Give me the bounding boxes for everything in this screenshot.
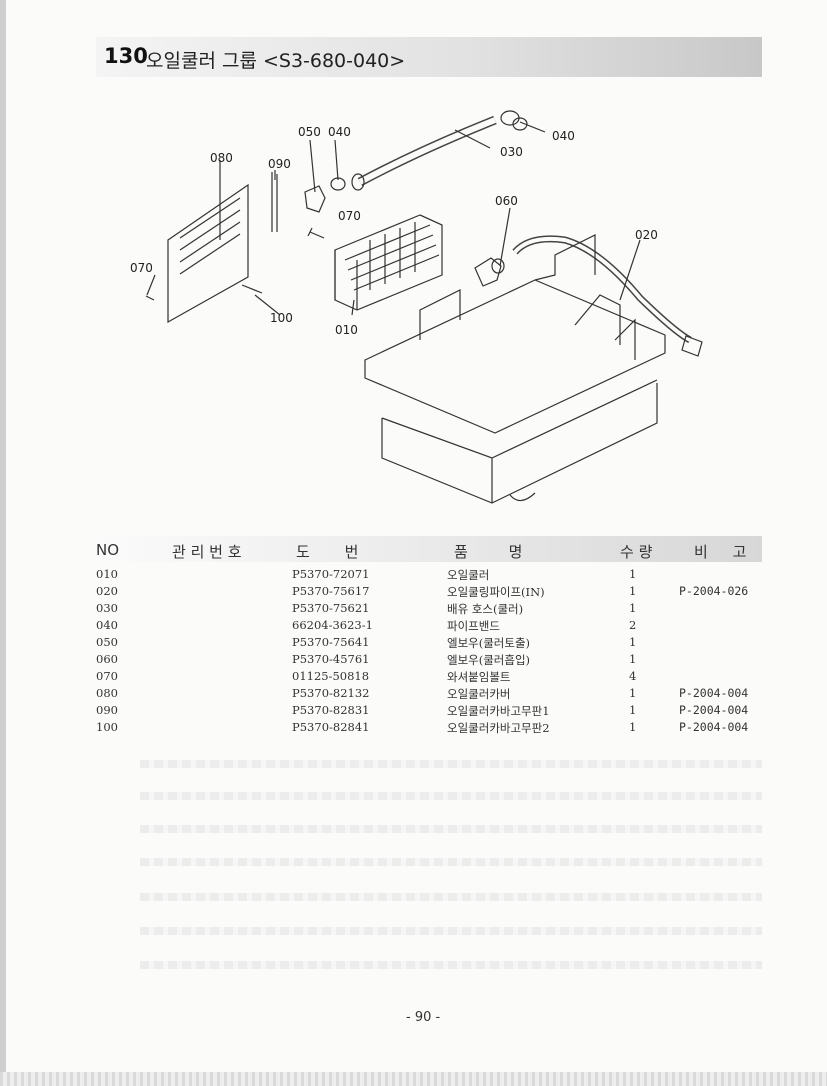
row-no: 070 [96,669,118,683]
table-row: 080 P5370-82132 오일쿨러카버 1 P-2004-004 [96,685,762,702]
faded-row [140,961,762,969]
group-title: 오일쿨러 그룹 <S3-680-040> [146,50,406,72]
row-name: 엘보우(쿨러토출) [447,636,531,650]
row-part-no: P5370-75617 [292,584,370,598]
faded-row [140,792,762,800]
row-name: 파이프밴드 [447,619,500,633]
callout-040a: 040 [328,125,351,139]
table-row: 100 P5370-82841 오일쿨러카바고무판2 1 P-2004-004 [96,719,762,736]
table-row: 030 P5370-75621 배유 호스(쿨러) 1 [96,600,762,617]
header-qty: 수 량 [620,543,653,561]
callout-080: 080 [210,151,233,165]
parts-table-body: 010 P5370-72071 오일쿨러 1 020 P5370-75617 오… [96,566,762,736]
page-bottom-edge [0,1072,827,1086]
header-note: 비 고 [694,543,747,561]
row-no: 060 [96,652,118,666]
row-note: P-2004-004 [679,720,749,734]
row-note: P-2004-026 [679,584,749,598]
row-part-no: P5370-75621 [292,601,370,615]
row-qty: 4 [629,669,637,683]
row-part-no: P5370-82831 [292,703,370,717]
header-part-no: 도 번 [296,543,359,561]
row-no: 030 [96,601,118,615]
callout-070a: 070 [130,261,153,275]
row-part-no: P5370-72071 [292,567,370,581]
page-edge [0,0,6,1086]
row-name: 배유 호스(쿨러) [447,602,524,616]
callout-020: 020 [635,228,658,242]
row-name: 와셔붙임볼트 [447,670,511,684]
row-qty: 2 [629,618,637,632]
callout-010: 010 [335,323,358,337]
row-name: 오일쿨러카버 [447,687,511,701]
faded-row [140,927,762,935]
table-row: 060 P5370-45761 엘보우(쿨러흡입) 1 [96,651,762,668]
row-qty: 1 [629,652,637,666]
row-no: 050 [96,635,118,649]
row-qty: 1 [629,686,637,700]
row-qty: 1 [629,703,637,717]
row-qty: 1 [629,635,637,649]
table-row: 070 01125-50818 와셔붙임볼트 4 [96,668,762,685]
row-name: 오일쿨러 [447,568,490,582]
faded-row [140,825,762,833]
row-no: 040 [96,618,118,632]
row-note: P-2004-004 [679,686,749,700]
parts-table-header: NO 관 리 번 호 도 번 품 명 수 량 비 고 [96,536,762,562]
row-name: 오일쿨링파이프(IN) [447,585,545,599]
faded-row [140,893,762,901]
row-part-no: P5370-82841 [292,720,370,734]
row-qty: 1 [629,567,637,581]
oil-cooler-exploded-diagram: 050 040 080 090 070 100 010 030 040 060 … [130,110,703,504]
row-name: 오일쿨러카바고무판2 [447,721,550,735]
callout-050: 050 [298,125,321,139]
row-no: 080 [96,686,118,700]
title-bar: 130 오일쿨러 그룹 <S3-680-040> [96,37,762,77]
table-row: 020 P5370-75617 오일쿨링파이프(IN) 1 P-2004-026 [96,583,762,600]
callout-090: 090 [268,157,291,171]
row-no: 010 [96,567,118,581]
callout-040b: 040 [552,129,575,143]
row-part-no: 01125-50818 [292,669,370,683]
row-qty: 1 [629,584,637,598]
row-part-no: 66204-3623-1 [292,618,373,632]
row-part-no: P5370-82132 [292,686,370,700]
header-part-name: 품 명 [454,543,523,561]
row-no: 020 [96,584,118,598]
row-no: 100 [96,720,118,734]
header-no: NO [96,541,120,559]
row-qty: 1 [629,601,637,615]
table-row: 090 P5370-82831 오일쿨러카바고무판1 1 P-2004-004 [96,702,762,719]
row-part-no: P5370-45761 [292,652,370,666]
callout-030: 030 [500,145,523,159]
faded-row [140,760,762,768]
row-no: 090 [96,703,118,717]
row-qty: 1 [629,720,637,734]
row-part-no: P5370-75641 [292,635,370,649]
faded-row [140,858,762,866]
callout-070b: 070 [338,209,361,223]
group-number: 130 [104,44,148,68]
table-row: 010 P5370-72071 오일쿨러 1 [96,566,762,583]
row-note: P-2004-004 [679,703,749,717]
header-mgmt-no: 관 리 번 호 [172,543,242,561]
callout-060: 060 [495,194,518,208]
table-row: 050 P5370-75641 엘보우(쿨러토출) 1 [96,634,762,651]
callout-100: 100 [270,311,293,325]
row-name: 엘보우(쿨러흡입) [447,653,531,667]
page-number: - 90 - [406,1010,441,1025]
table-row: 040 66204-3623-1 파이프밴드 2 [96,617,762,634]
row-name: 오일쿨러카바고무판1 [447,704,550,718]
